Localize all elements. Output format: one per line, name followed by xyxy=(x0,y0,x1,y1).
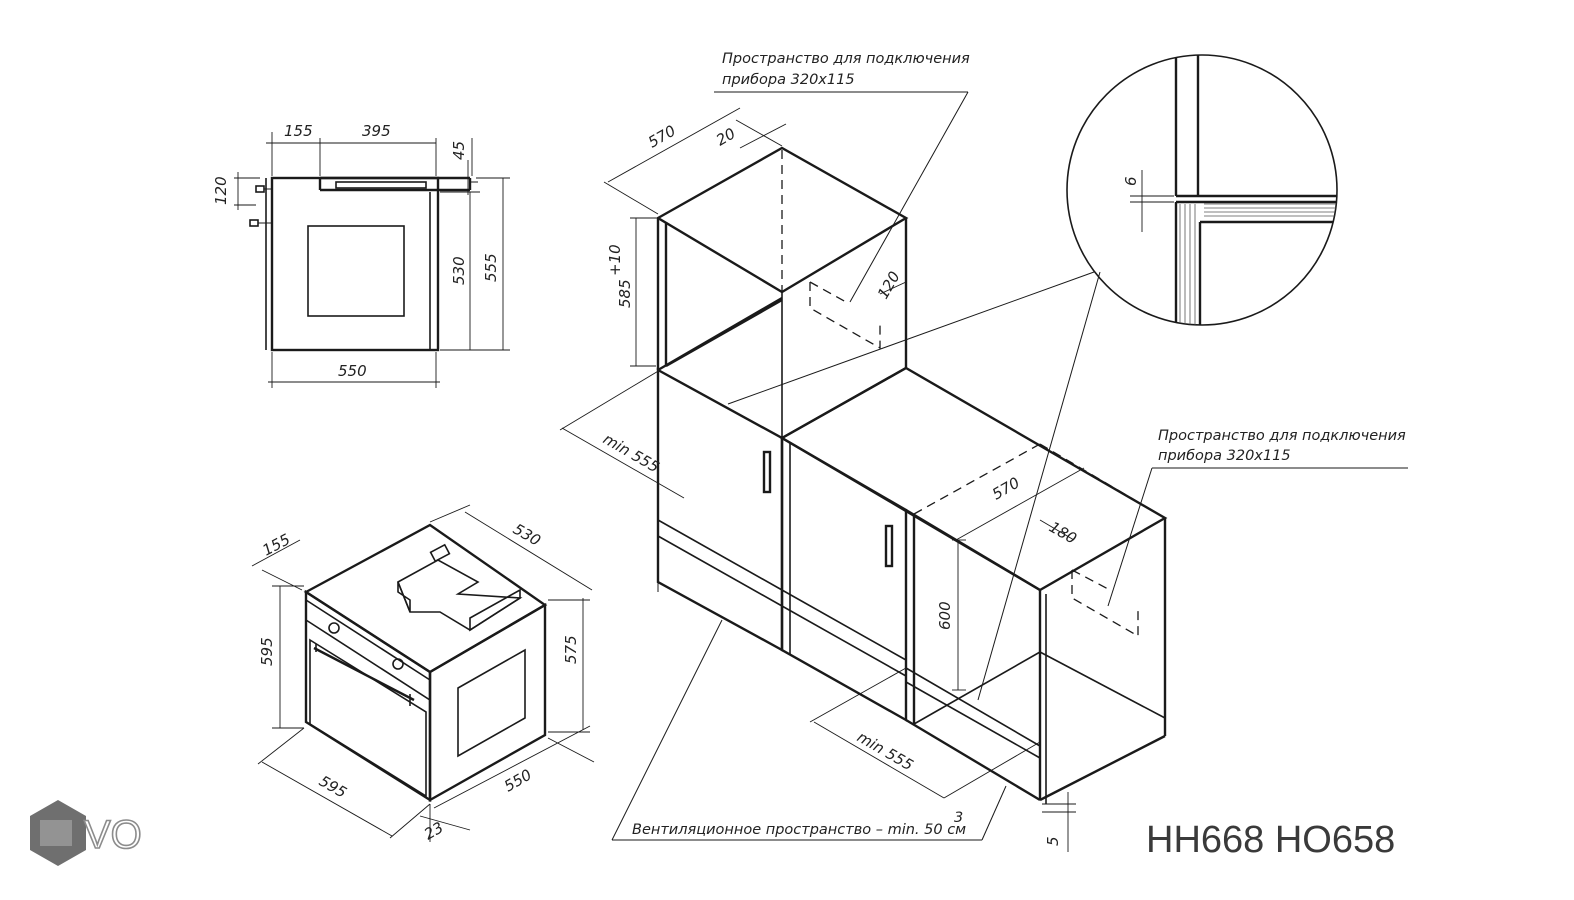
dim-upper-tol: +10 xyxy=(606,244,624,276)
hexagon-icon xyxy=(30,800,86,866)
dim-iso-595h: 595 xyxy=(258,637,276,666)
dim-upper-20: 20 xyxy=(713,124,739,149)
dim-upper-585: 585 xyxy=(616,279,634,308)
dim-side-395: 395 xyxy=(362,122,391,140)
cabinet-handle xyxy=(884,524,894,568)
model-number: HH668 HO658 xyxy=(1146,819,1395,861)
knob-icon xyxy=(392,658,404,670)
knob-icon xyxy=(328,622,340,634)
dim-side-530: 530 xyxy=(450,256,468,285)
knob-icon xyxy=(249,219,259,227)
note-right-line2: прибора 320x115 xyxy=(1158,448,1291,464)
knob-icon xyxy=(255,185,265,193)
dim-iso-155: 155 xyxy=(259,530,293,559)
vent-note-sup: 3 xyxy=(954,810,963,826)
brand-logo: VO xyxy=(30,800,143,866)
brand-letters: VO xyxy=(84,813,142,857)
side-view: 155 395 45 120 530 555 550 xyxy=(212,122,510,388)
oven-side-window xyxy=(457,648,526,758)
oven-top xyxy=(303,523,548,674)
oven-side xyxy=(428,602,547,803)
dim-upper-min555: min 555 xyxy=(600,430,662,476)
iso-oven: 155 530 595 575 595 550 23 xyxy=(251,504,595,843)
dim-lower-570: 570 xyxy=(989,474,1023,504)
dim-side-45: 45 xyxy=(450,141,468,160)
dim-iso-530: 530 xyxy=(510,520,544,550)
dim-upper-570: 570 xyxy=(645,122,679,152)
dim-side-120: 120 xyxy=(212,176,230,205)
note-right-line1: Пространство для подключения xyxy=(1158,428,1406,444)
dim-lower-180: 180 xyxy=(1046,518,1080,548)
dim-side-555: 555 xyxy=(482,253,500,282)
dim-iso-575: 575 xyxy=(562,635,580,664)
oven-window xyxy=(307,225,405,317)
hob-block xyxy=(396,559,523,631)
note-top-line1: Пространство для подключения xyxy=(722,51,970,67)
vent-note: Вентиляционное пространство – min. 50 см xyxy=(632,822,966,838)
dim-lower-600: 600 xyxy=(936,601,954,630)
cabinet-handle xyxy=(762,450,772,494)
dim-side-550: 550 xyxy=(338,362,367,380)
wood-hatch xyxy=(1179,203,1337,325)
door-handle xyxy=(313,646,415,702)
middle-cabinet xyxy=(780,435,908,723)
dim-gap-5: 5 xyxy=(1044,836,1062,846)
left-cabinet xyxy=(656,367,784,653)
detail-gap-6: 6 xyxy=(1122,176,1140,186)
oven-side-body xyxy=(270,176,440,352)
dim-iso-595w: 595 xyxy=(316,772,350,802)
install-cabinets: 570 20 585 +10 120 min 555 570 180 600 m… xyxy=(559,51,1408,852)
dim-side-155: 155 xyxy=(284,122,313,140)
detail-circle: 6 xyxy=(1066,54,1338,326)
oven-door xyxy=(309,638,427,798)
note-top-line2: прибора 320x115 xyxy=(722,72,855,88)
oven-front xyxy=(304,589,432,803)
